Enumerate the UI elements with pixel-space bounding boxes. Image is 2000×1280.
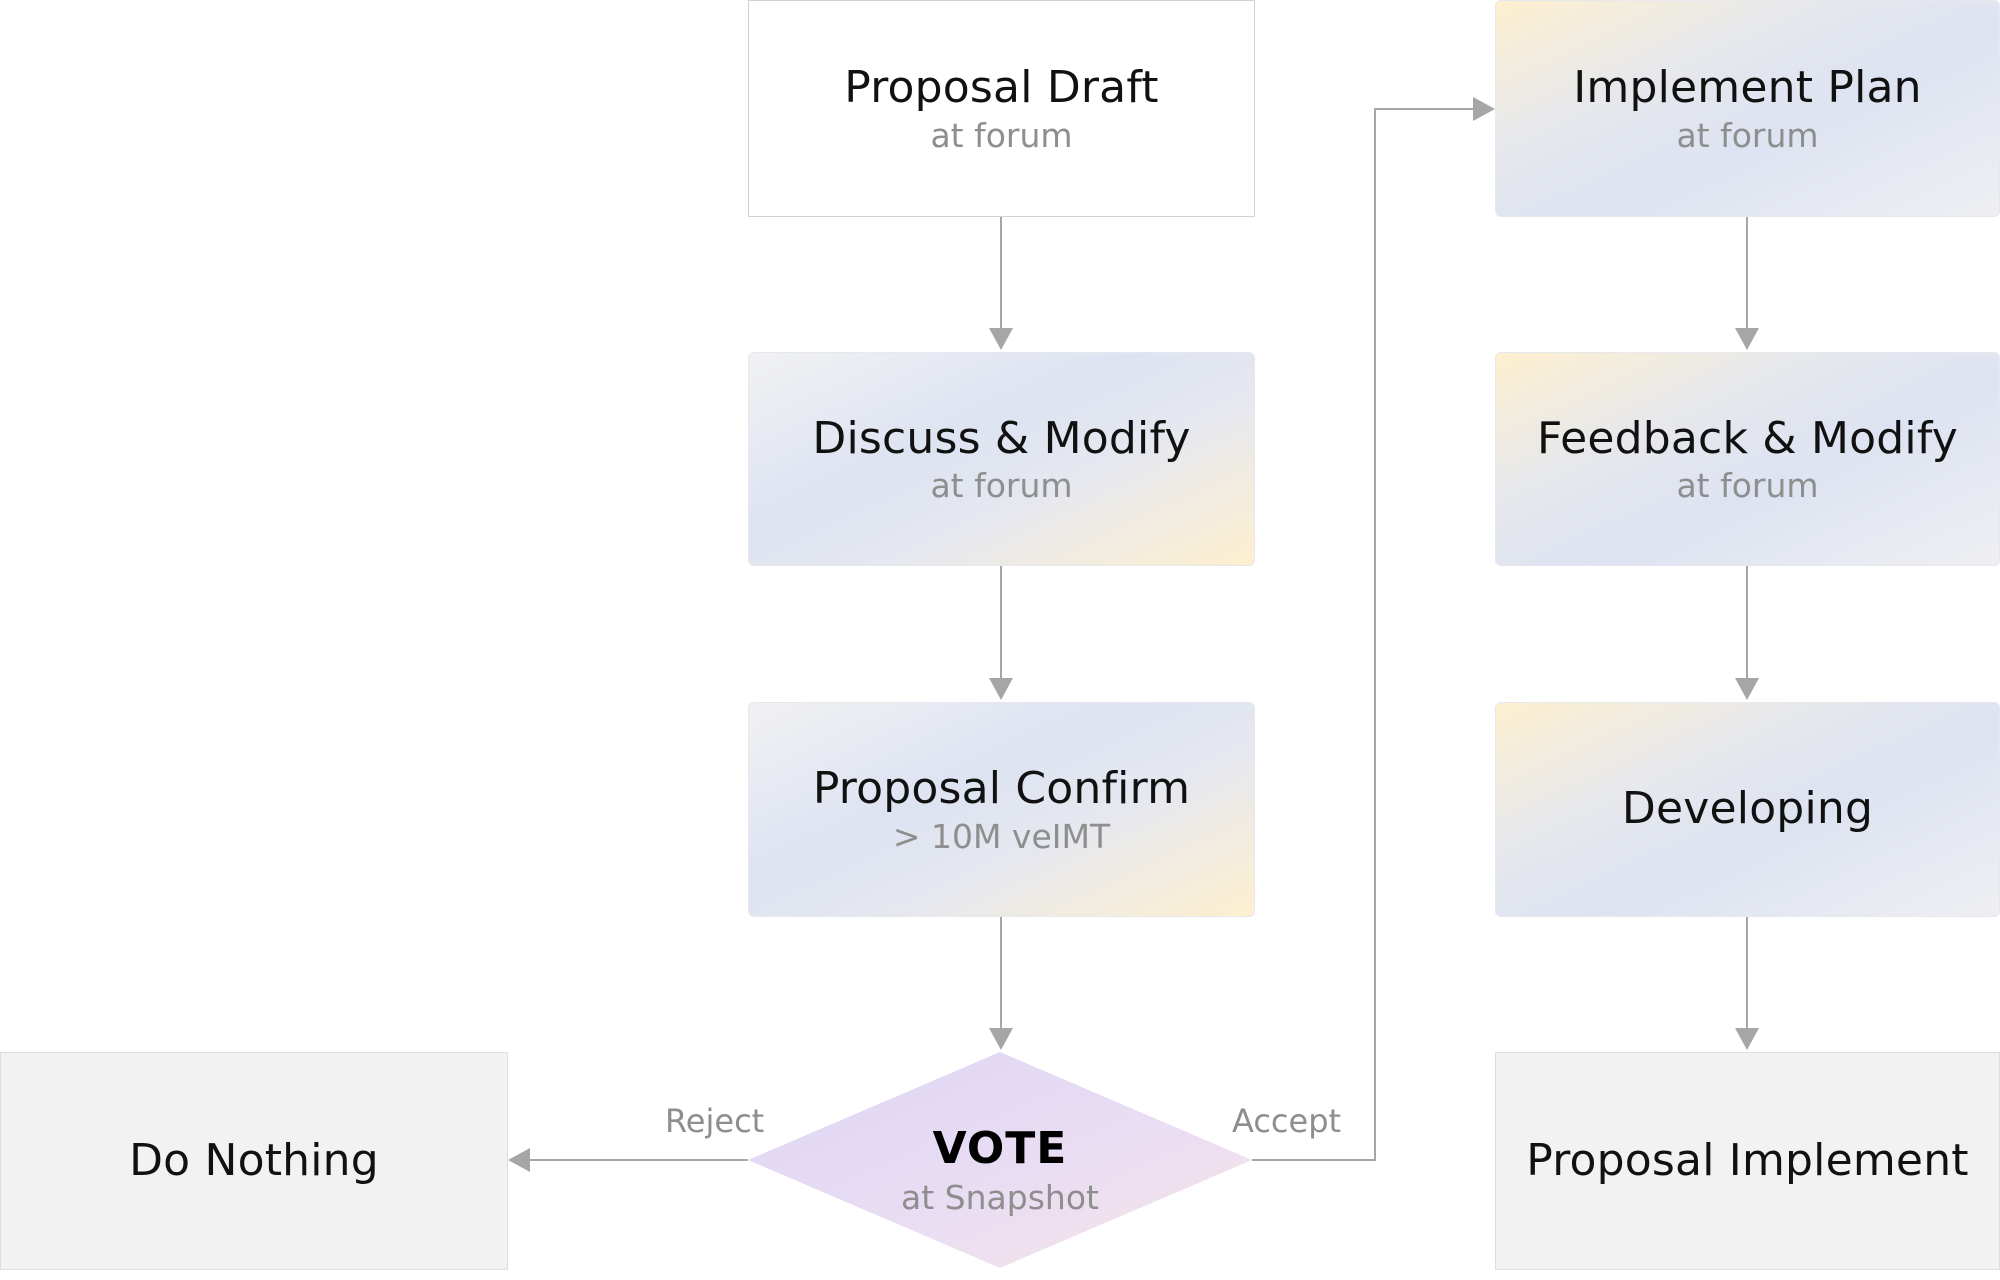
- vote-diamond: [748, 1052, 1252, 1268]
- node-subtitle: at forum: [1676, 115, 1819, 155]
- node-title: Implement Plan: [1573, 62, 1922, 114]
- arrowhead-icon: [989, 328, 1013, 350]
- edge-label-reject: Reject: [665, 1102, 765, 1140]
- arrowhead-icon: [989, 678, 1013, 700]
- node-title: Do Nothing: [129, 1134, 379, 1186]
- node-vote: VOTE at Snapshot: [750, 1060, 1250, 1280]
- node-title: Proposal Confirm: [812, 763, 1191, 815]
- arrow-vote-to-implement-plan: [1252, 108, 1475, 1161]
- node-title: Feedback & Modify: [1536, 412, 1958, 464]
- node-proposal-draft: Proposal Draft at forum: [748, 0, 1255, 217]
- node-subtitle: > 10M veIMT: [892, 816, 1111, 856]
- node-proposal-confirm: Proposal Confirm > 10M veIMT: [748, 702, 1255, 917]
- arrowhead-icon: [1473, 97, 1495, 121]
- arrowhead-icon: [1735, 328, 1759, 350]
- arrowhead-icon: [1735, 1028, 1759, 1050]
- node-subtitle: at Snapshot: [901, 1178, 1099, 1217]
- edge-label-accept: Accept: [1232, 1102, 1342, 1140]
- arrowhead-icon: [508, 1148, 530, 1172]
- arrowhead-icon: [1735, 678, 1759, 700]
- node-feedback-modify: Feedback & Modify at forum: [1495, 352, 2000, 566]
- node-implement-plan: Implement Plan at forum: [1495, 0, 2000, 217]
- node-discuss-modify: Discuss & Modify at forum: [748, 352, 1255, 566]
- node-subtitle: at forum: [930, 466, 1073, 506]
- node-title: Discuss & Modify: [812, 412, 1191, 464]
- node-title: Proposal Implement: [1526, 1134, 1969, 1186]
- node-title: VOTE: [932, 1123, 1068, 1174]
- node-title: Proposal Draft: [844, 62, 1159, 114]
- arrowhead-icon: [989, 1028, 1013, 1050]
- node-title: Developing: [1621, 783, 1874, 835]
- node-proposal-implement: Proposal Implement: [1495, 1052, 2000, 1270]
- node-do-nothing: Do Nothing: [0, 1052, 508, 1270]
- node-subtitle: at forum: [930, 115, 1073, 155]
- node-developing: Developing: [1495, 702, 2000, 917]
- node-subtitle: at forum: [1676, 466, 1819, 506]
